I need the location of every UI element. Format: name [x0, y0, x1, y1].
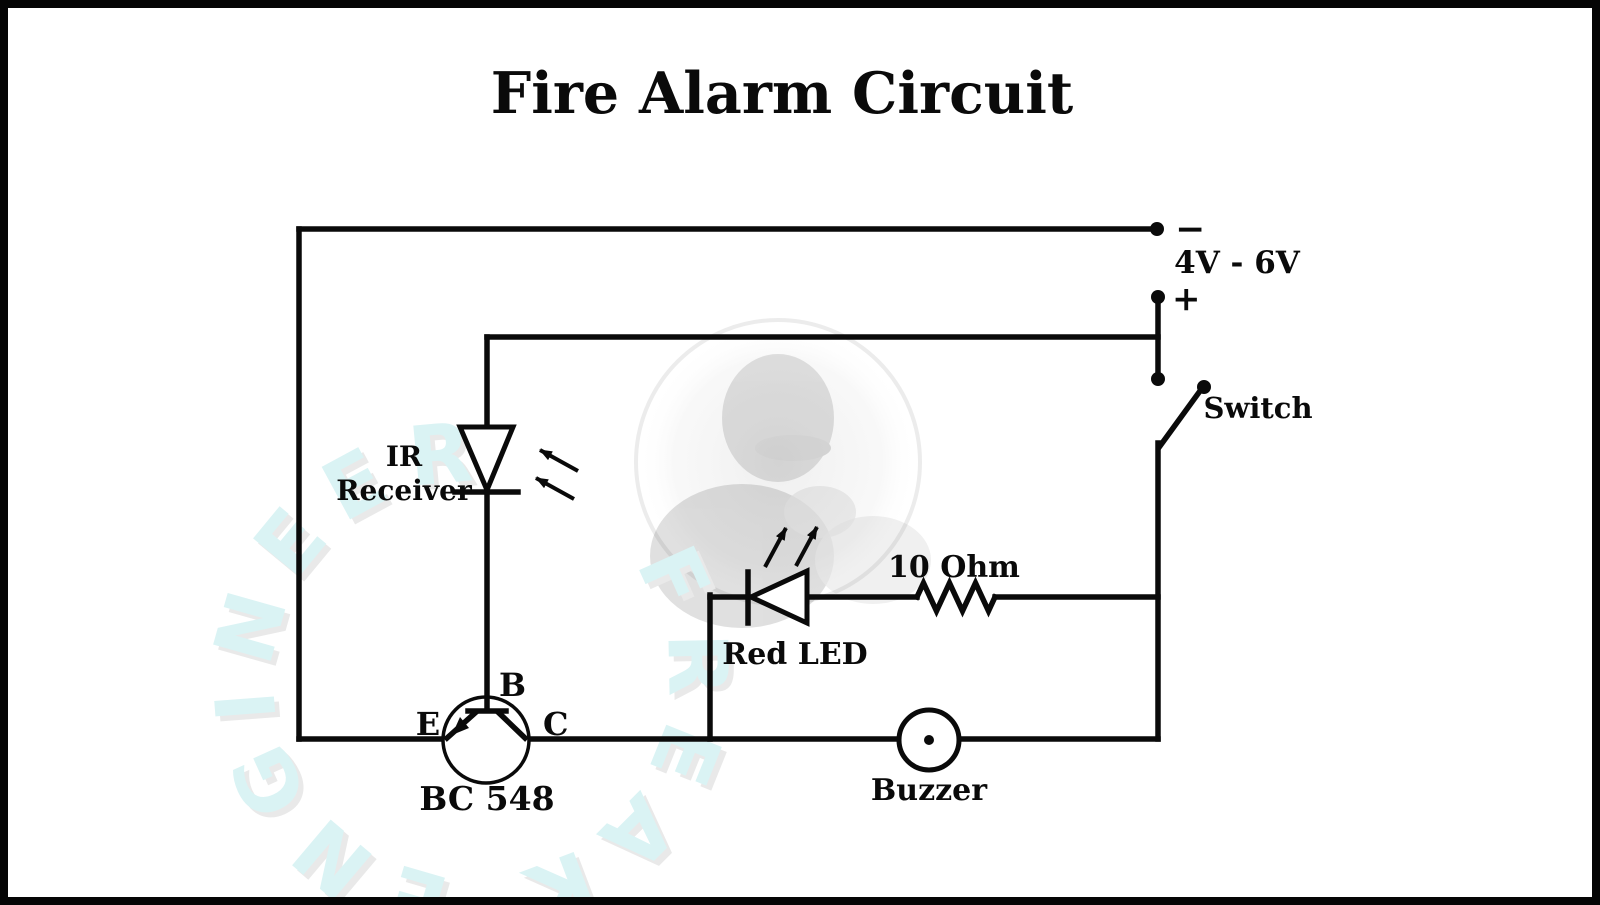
led-emission-arrow-2 [794, 526, 819, 567]
ir-receiver-symbol: IR Receiver [336, 424, 579, 507]
ir-label-line1: IR [386, 440, 423, 473]
switch-label: Switch [1203, 391, 1312, 425]
watermark-photo-backdrop [638, 322, 918, 602]
buzzer-center-dot [924, 735, 934, 745]
switch-contact-dot [1197, 380, 1211, 394]
resistor-label: 10 Ohm [888, 550, 1020, 585]
circuit-diagram: FREAK ENGINEER FREAK ENGINEER Fire Alarm… [196, 60, 1313, 897]
switch-symbol: Switch [1156, 380, 1313, 450]
resistor-zigzag [913, 576, 999, 618]
transistor-pin-b: B [499, 666, 526, 704]
page-title: Fire Alarm Circuit [491, 60, 1074, 127]
battery: − + 4V - 6V [1150, 208, 1301, 386]
transistor-collector-line [495, 709, 529, 742]
transistor-pin-e: E [416, 705, 440, 743]
ir-label-line2: Receiver [336, 474, 473, 507]
led-symbol: Red LED [722, 526, 868, 672]
ir-incoming-arrow-2 [535, 476, 575, 501]
watermark-logo: FREAK ENGINEER FREAK ENGINEER [196, 318, 931, 897]
led-triangle [745, 567, 810, 627]
transistor-emitter-arrow [452, 717, 469, 735]
buzzer-label: Buzzer [871, 773, 988, 808]
resistor-symbol: 10 Ohm [888, 550, 1020, 618]
wires [296, 226, 1161, 742]
transistor-pin-c: C [543, 705, 568, 743]
led-emission-arrow-1 [763, 527, 788, 568]
ir-diode-triangle [456, 424, 517, 497]
battery-lower-dot [1151, 372, 1165, 386]
negative-terminal-dot [1150, 222, 1164, 236]
ir-incoming-arrow-1 [539, 448, 579, 473]
led-label: Red LED [722, 637, 867, 672]
voltage-label: 4V - 6V [1174, 245, 1301, 281]
switch-blade [1156, 387, 1204, 450]
transistor-symbol: B E C BC 548 [416, 666, 569, 818]
positive-terminal-dot [1151, 290, 1165, 304]
buzzer-symbol: Buzzer [871, 707, 988, 808]
negative-sign-label: − [1175, 208, 1205, 250]
positive-sign-label: + [1172, 279, 1201, 319]
transistor-label: BC 548 [419, 779, 554, 818]
